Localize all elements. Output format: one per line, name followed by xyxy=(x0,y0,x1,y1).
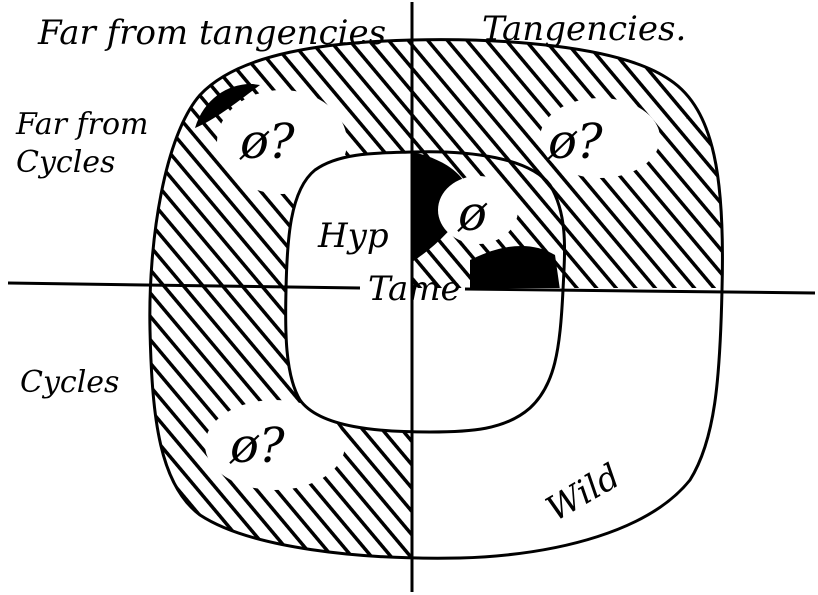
label-cycles: Cycles xyxy=(20,365,119,400)
label-tangencies: Tangencies. xyxy=(482,9,686,49)
label-hyp: Hyp xyxy=(317,216,389,256)
label-far-from-tangencies: Far from tangencies xyxy=(37,13,386,53)
mark-outer-bottom-left: ø? xyxy=(229,418,285,474)
label-wild: Wild xyxy=(540,456,627,530)
label-far-from-line2: Cycles xyxy=(16,145,115,180)
label-tame: Tame xyxy=(368,269,461,309)
mark-inner-top-right: ø xyxy=(457,186,488,242)
horizontal-axis-right xyxy=(465,289,815,293)
mark-outer-top-right: ø? xyxy=(547,114,603,170)
label-far-from-line1: Far from xyxy=(15,107,149,142)
mark-outer-top-left: ø? xyxy=(239,114,295,170)
